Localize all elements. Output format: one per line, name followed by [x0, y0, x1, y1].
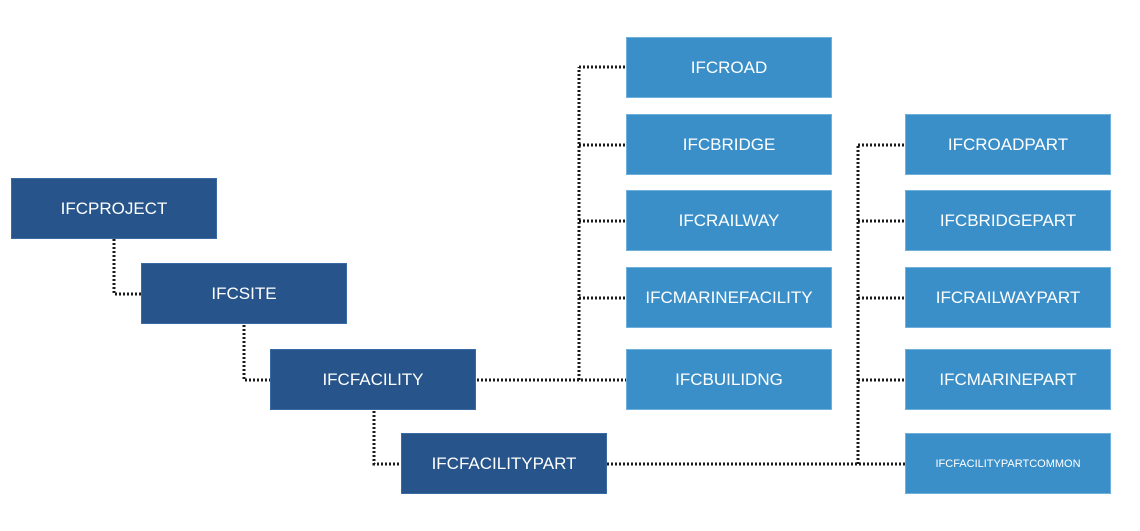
- connector-facility-types-trunk: [477, 67, 626, 382]
- node-ifcrailway: IFCRAILWAY: [626, 190, 832, 251]
- node-ifcfacilitypart: IFCFACILITYPART: [401, 433, 607, 494]
- connector-facilitypart-trunk: [607, 145, 905, 466]
- node-ifcroadpart: IFCROADPART: [905, 114, 1111, 175]
- node-label: IFCROADPART: [947, 134, 1069, 154]
- node-label: IFCPROJECT: [60, 198, 168, 218]
- node-label: IFCFACILITY: [322, 369, 424, 389]
- connector-site-facility: [242, 325, 270, 382]
- node-ifcbridgepart: IFCBRIDGEPART: [905, 190, 1111, 251]
- node-label: IFCRAILWAYPART: [935, 287, 1081, 307]
- node-ifcmarinepart: IFCMARINEPART: [905, 349, 1111, 410]
- node-label: IFCBRIDGE: [682, 134, 776, 154]
- node-ifcbridge: IFCBRIDGE: [626, 114, 832, 175]
- node-label: IFCFACILITYPART: [431, 453, 577, 473]
- node-label: IFCBRIDGEPART: [939, 210, 1077, 230]
- node-ifcfacility: IFCFACILITY: [270, 349, 476, 410]
- node-ifcrailwaypart: IFCRAILWAYPART: [905, 267, 1111, 328]
- node-label: IFCSITE: [211, 283, 277, 303]
- node-ifcproject: IFCPROJECT: [11, 178, 217, 239]
- node-ifcfacilitypartcommon: IFCFACILITYPARTCOMMON: [905, 433, 1111, 494]
- node-ifcmarinefacility: IFCMARINEFACILITY: [626, 267, 832, 328]
- node-ifcsite: IFCSITE: [141, 263, 347, 324]
- node-label: IFCROAD: [690, 57, 768, 77]
- node-ifcbuilding: IFCBUILIDNG: [626, 349, 832, 410]
- node-label: IFCBUILIDNG: [675, 369, 783, 389]
- node-label: IFCMARINEPART: [939, 369, 1077, 389]
- node-ifcroad: IFCROAD: [626, 37, 832, 98]
- connector-facility-facilitypart: [372, 411, 401, 466]
- connector-project-site: [112, 239, 141, 296]
- node-label: IFCMARINEFACILITY: [645, 287, 813, 307]
- node-label: IFCFACILITYPARTCOMMON: [935, 457, 1081, 470]
- node-label: IFCRAILWAY: [678, 210, 780, 230]
